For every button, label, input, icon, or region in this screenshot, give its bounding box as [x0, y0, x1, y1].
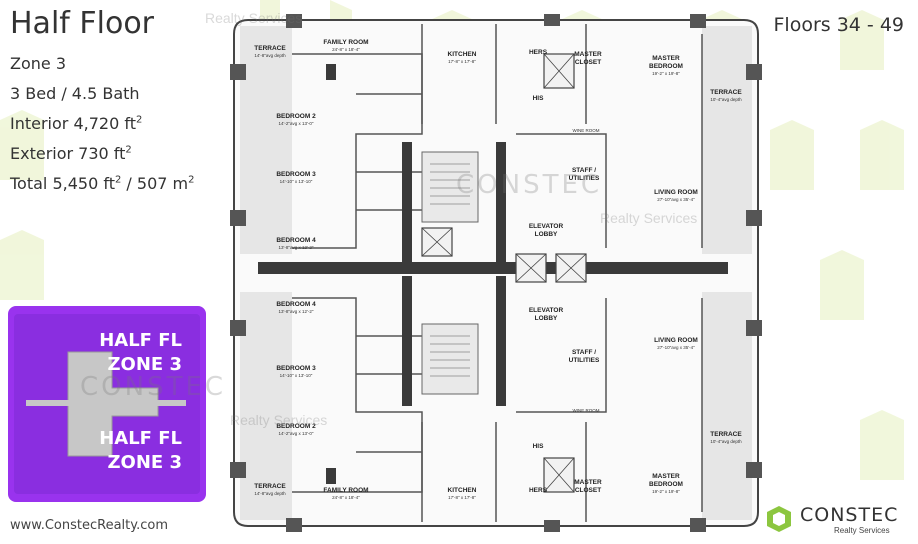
- label-bed4-bot: BEDROOM 4: [276, 301, 316, 308]
- label-closet-top: MASTER: [574, 51, 602, 58]
- label-his-bot: HIS: [533, 443, 545, 450]
- label-staff-top2: UTILITIES: [569, 175, 600, 182]
- label-terrace-br: TERRACE: [710, 431, 742, 438]
- label-bed3-bot: BEDROOM 3: [276, 365, 316, 372]
- total-area: Total 5,450 ft2 / 507 m2: [10, 174, 195, 193]
- total-area-text: Total 5,450 ft: [10, 174, 115, 193]
- label-bed4-top: BEDROOM 4: [276, 237, 316, 244]
- key-plan-bottom-line1: HALF FL: [99, 428, 182, 449]
- dim-kitchen-bot: 17'-8" x 17'-8": [448, 495, 476, 500]
- label-living-bot: LIVING ROOM: [654, 337, 698, 344]
- dim-terrace-tr: 10'-4"avg depth: [710, 97, 742, 102]
- logo-subtext: Realty Services: [834, 526, 890, 535]
- dim-master-top: 19'-2" x 19'-8": [652, 71, 680, 76]
- watermark-sub-2: Realty Services: [230, 412, 328, 428]
- label-kitchen-top: KITCHEN: [448, 51, 477, 58]
- label-master-bot2: BEDROOM: [649, 481, 683, 488]
- label-master-top2: BEDROOM: [649, 63, 683, 70]
- label-terrace-tr: TERRACE: [710, 89, 742, 96]
- floor-plan: TERRACE FAMILY ROOM KITCHEN HERS HIS MAS…: [230, 14, 762, 532]
- logo-icon: [767, 506, 791, 532]
- dim-bed3-bot: 14'-10" x 13'-10": [280, 373, 313, 378]
- key-plan: HALF FL ZONE 3 HALF FL ZONE 3: [8, 306, 206, 502]
- label-closet-top2: CLOSET: [575, 59, 601, 66]
- dim-bed4-top: 13'-8"avg x 12'-2": [279, 245, 314, 250]
- label-staff-bot: STAFF /: [572, 349, 596, 356]
- squared-mark: 2: [188, 174, 195, 186]
- logo-text: CONSTEC: [800, 504, 899, 526]
- label-terrace-bl: TERRACE: [254, 483, 286, 490]
- label-hers-top: HERS: [529, 49, 548, 56]
- label-lobby-bot: ELEVATOR: [529, 307, 564, 314]
- label-closet-bot2: CLOSET: [575, 487, 601, 494]
- page-title: Half Floor: [10, 6, 155, 41]
- key-plan-graphic: [14, 314, 200, 494]
- squared-mark: 2: [125, 144, 132, 156]
- dim-bed2-bot: 14'-2"avg x 13'-0": [279, 431, 314, 436]
- dim-master-bot: 19'-2" x 19'-8": [652, 489, 680, 494]
- key-plan-top-line2: ZONE 3: [107, 354, 182, 375]
- squared-mark: 2: [114, 174, 122, 186]
- dim-bed3-top: 14'-10" x 13'-10": [280, 179, 313, 184]
- watermark-sub-3: Realty Services: [205, 10, 303, 26]
- exterior-area-text: Exterior 730 ft: [10, 144, 126, 163]
- label-bed2-top: BEDROOM 2: [276, 113, 316, 120]
- label-wine-bot: WINE ROOM: [573, 408, 600, 413]
- exterior-area: Exterior 730 ft2: [10, 144, 132, 163]
- dim-family-bot: 24'-8" x 18'-4": [332, 495, 360, 500]
- website-link[interactable]: www.ConstecRealty.com: [10, 518, 168, 533]
- label-bed2-bot: BEDROOM 2: [276, 423, 316, 430]
- label-living-top: LIVING ROOM: [654, 189, 698, 196]
- label-lobby-top: ELEVATOR: [529, 223, 564, 230]
- dim-bed2-top: 14'-2"avg x 13'-0": [279, 121, 314, 126]
- floors-range: Floors 34 - 49: [773, 14, 905, 36]
- dim-terrace-bl: 14'-8"avg depth: [254, 491, 286, 496]
- label-family-bot: FAMILY ROOM: [323, 487, 368, 494]
- label-staff-top: STAFF /: [572, 167, 596, 174]
- label-lobby-bot2: LOBBY: [535, 315, 558, 322]
- dim-living-top: 27'-10"avg x 35'-4": [657, 197, 695, 202]
- label-terrace-tl: TERRACE: [254, 45, 286, 52]
- zone-label: Zone 3: [10, 54, 66, 73]
- label-lobby-top2: LOBBY: [535, 231, 558, 238]
- key-plan-bottom-line2: ZONE 3: [107, 452, 182, 473]
- watermark-sub: Realty Services: [600, 210, 698, 226]
- beds-baths: 3 Bed / 4.5 Bath: [10, 84, 140, 103]
- label-family-top: FAMILY ROOM: [323, 39, 368, 46]
- label-his-top: HIS: [533, 95, 545, 102]
- key-plan-top-line1: HALF FL: [99, 330, 182, 351]
- interior-area-text: Interior 4,720 ft: [10, 114, 136, 133]
- label-wine-top: WINE ROOM: [573, 128, 600, 133]
- watermark-brand-2: CONSTEC: [80, 372, 227, 402]
- dim-terrace-tl: 14'-8"avg depth: [254, 53, 286, 58]
- label-staff-bot2: UTILITIES: [569, 357, 600, 364]
- dim-terrace-br: 10'-4"avg depth: [710, 439, 742, 444]
- total-metric-text: / 507 m: [121, 174, 189, 193]
- watermark-brand: CONSTEC: [456, 170, 603, 200]
- dim-bed4-bot: 13'-8"avg x 12'-2": [279, 309, 314, 314]
- label-hers-bot: HERS: [529, 487, 548, 494]
- interior-area: Interior 4,720 ft2: [10, 114, 142, 133]
- dim-living-bot: 27'-10"avg x 35'-4": [657, 345, 695, 350]
- squared-mark: 2: [135, 114, 143, 126]
- dim-kitchen-top: 17'-8" x 17'-8": [448, 59, 476, 64]
- label-master-bot: MASTER: [652, 473, 680, 480]
- dim-family-top: 24'-8" x 18'-4": [332, 47, 360, 52]
- label-bed3-top: BEDROOM 3: [276, 171, 316, 178]
- label-kitchen-bot: KITCHEN: [448, 487, 477, 494]
- label-master-top: MASTER: [652, 55, 680, 62]
- constec-logo: CONSTEC Realty Services: [764, 502, 908, 536]
- label-closet-bot: MASTER: [574, 479, 602, 486]
